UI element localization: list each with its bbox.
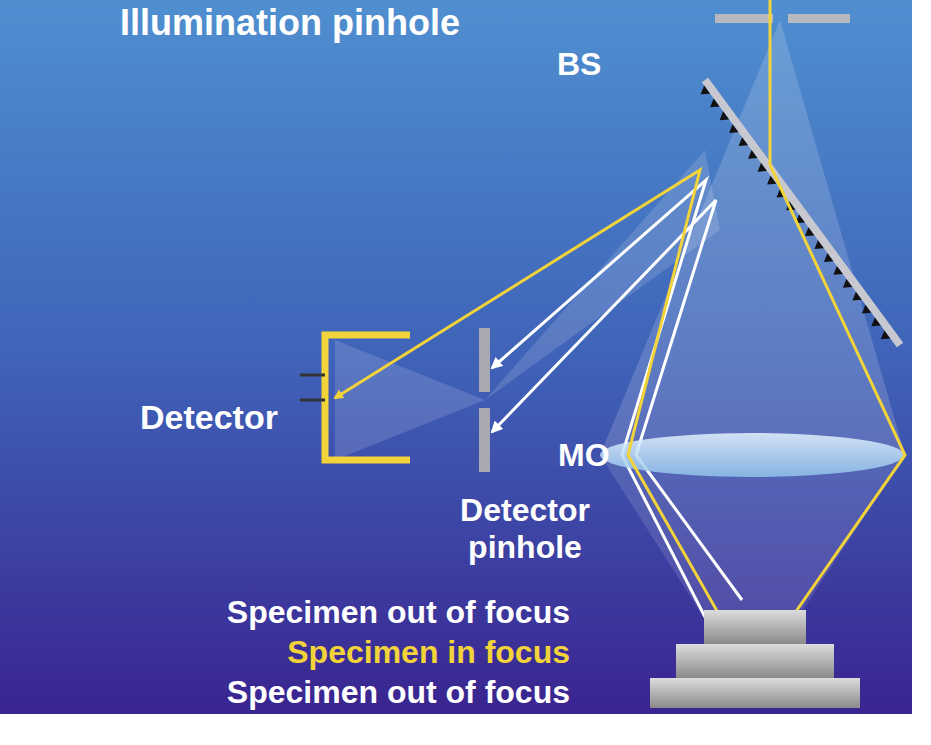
part-label: Illumination pinhole (120, 2, 460, 43)
detector-pinhole-plate (479, 408, 490, 472)
specimen-step (676, 644, 834, 678)
detector-pin (300, 374, 325, 377)
specimen-step (704, 610, 806, 644)
specimen-step (650, 678, 860, 708)
part-label: MO (558, 437, 610, 474)
beam-splitter-tooth (710, 98, 719, 107)
beam-splitter-tooth (852, 292, 861, 301)
beam-splitter-tooth (729, 124, 738, 133)
part-label: Detector pinhole (425, 492, 625, 566)
beam-splitter-tooth (881, 330, 890, 339)
focus-cone (600, 455, 905, 690)
detector-pinhole-plate (479, 328, 490, 392)
beam-splitter-tooth (805, 227, 814, 236)
beam-splitter-teeth (701, 86, 891, 340)
part-label: BS (557, 46, 601, 83)
beam-splitter-tooth (701, 86, 710, 95)
detector-cone (335, 340, 485, 460)
beam-splitter-tooth (824, 253, 833, 262)
beam-splitter-tooth (862, 305, 871, 314)
specimen-label: Specimen out of focus (227, 594, 570, 631)
beam-splitter-tooth (720, 111, 729, 120)
detection-cone (485, 150, 720, 400)
beam-splitter-tooth (739, 137, 748, 146)
objective-lens (600, 433, 904, 477)
beam-splitter-tooth (843, 279, 852, 288)
specimen-label: Specimen out of focus (227, 674, 570, 711)
detector-pin (300, 399, 325, 402)
specimen-label: Specimen in focus (287, 634, 570, 671)
illumination-ray (770, 0, 905, 620)
in-focus-ray (335, 170, 790, 660)
beam-splitter-tooth (758, 163, 767, 172)
beam-splitter (705, 80, 900, 345)
pinhole-plate (788, 14, 850, 23)
background (0, 0, 912, 714)
pinhole-plate (715, 14, 773, 23)
beam-splitter-tooth (748, 150, 757, 159)
part-label: Detector (140, 398, 278, 437)
beam-splitter-tooth (871, 318, 880, 327)
beam-splitter-tooth (814, 240, 823, 249)
beam-splitter-tooth (833, 266, 842, 275)
